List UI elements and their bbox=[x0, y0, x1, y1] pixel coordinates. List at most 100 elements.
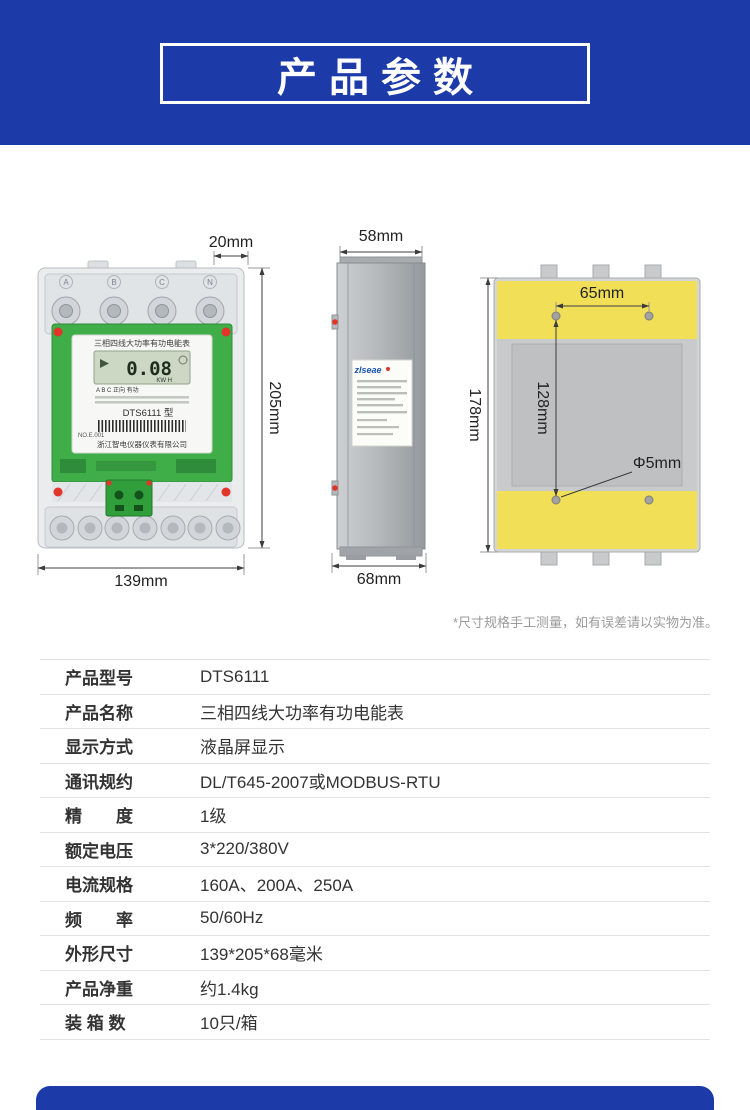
serial-number: NO.E.001 bbox=[78, 433, 105, 439]
footer-band bbox=[36, 1086, 714, 1110]
screw-icon bbox=[53, 487, 63, 497]
side-label: zlseae bbox=[351, 359, 413, 447]
front-dim-right: 205mm bbox=[248, 267, 283, 549]
mount-hole bbox=[644, 495, 654, 505]
svg-text:B: B bbox=[111, 278, 116, 287]
side-bottom-dim-label: 68mm bbox=[357, 571, 401, 588]
measurement-note: *尺寸规格手工测量，如有误差请以实物为准。 bbox=[452, 615, 718, 630]
faceplate-title: 三相四线大功率有功电能表 bbox=[94, 338, 190, 348]
arrow-icon bbox=[100, 359, 109, 368]
back-height-label: 178mm bbox=[466, 388, 483, 441]
lcd-tariff-icon bbox=[178, 355, 188, 365]
spec-value: 三相四线大功率有功电能表 bbox=[200, 703, 404, 723]
back-dim-hole-width: 65mm bbox=[555, 285, 650, 312]
side-dim-bottom: 68mm bbox=[331, 553, 427, 588]
back-plate-bottom bbox=[497, 491, 697, 549]
spec-label: 电流规格 bbox=[65, 876, 133, 896]
spec-value: 139*205*68毫米 bbox=[200, 945, 323, 965]
spec-row: 显示方式 液晶屏显示 bbox=[40, 729, 710, 764]
spec-row: 精 度 1级 bbox=[40, 798, 710, 833]
screw-icon bbox=[53, 327, 63, 337]
side-dim-top: 58mm bbox=[339, 228, 423, 260]
spec-label: 频 率 bbox=[65, 910, 133, 930]
fine-print-line bbox=[95, 396, 189, 399]
spec-row: 频 率 50/60Hz bbox=[40, 902, 710, 936]
spec-table: 产品型号 DTS6111 产品名称 三相四线大功率有功电能表 显示方式 液晶屏显… bbox=[40, 659, 710, 1040]
pcb-components bbox=[60, 459, 216, 473]
lcd-unit: KW H bbox=[156, 378, 172, 384]
back-dim-hole-height: 128mm bbox=[534, 319, 559, 497]
spec-row: 通讯规约 DL/T645-2007或MODBUS-RTU bbox=[40, 764, 710, 798]
mount-hole bbox=[551, 311, 561, 321]
spec-label: 额定电压 bbox=[65, 841, 133, 861]
spec-value: DTS6111 bbox=[200, 666, 270, 686]
corner-screws bbox=[53, 327, 231, 497]
hatch-lines bbox=[57, 483, 219, 502]
screw-icon bbox=[221, 327, 231, 337]
spec-label: 外形尺寸 bbox=[65, 945, 133, 965]
back-mid-panel bbox=[511, 343, 683, 487]
svg-text:A: A bbox=[63, 278, 69, 287]
fine-print-line bbox=[95, 401, 189, 404]
spec-label: 产品名称 bbox=[65, 703, 133, 723]
front-height-dim-label: 205mm bbox=[266, 381, 283, 434]
spec-label: 精 度 bbox=[65, 807, 133, 827]
spec-value: 1级 bbox=[200, 807, 227, 827]
page-title: 产品参数 bbox=[277, 55, 485, 100]
front-view: A B C N 三相四线大功率有功电能表 0.08 KW bbox=[37, 260, 245, 549]
spec-label: 产品型号 bbox=[65, 669, 133, 689]
spec-label: 装 箱 数 bbox=[65, 1014, 126, 1034]
screw-icon bbox=[332, 319, 338, 325]
back-view bbox=[493, 264, 701, 566]
brand-logo: zlseae bbox=[353, 365, 381, 375]
spec-value: 约1.4kg bbox=[200, 979, 259, 999]
lcd-value: 0.08 bbox=[126, 358, 172, 380]
side-top-dim-label: 58mm bbox=[359, 228, 403, 245]
spec-value: 10只/箱 bbox=[200, 1014, 258, 1034]
svg-text:N: N bbox=[207, 278, 213, 287]
logo-dot-icon bbox=[386, 367, 390, 371]
lcd-display bbox=[93, 350, 191, 385]
model-label: DTS6111 型 bbox=[123, 408, 174, 419]
spec-row: 额定电压 3*220/380V bbox=[40, 833, 710, 867]
spec-value: 液晶屏显示 bbox=[200, 738, 285, 758]
front-top-terminals bbox=[51, 296, 225, 326]
svg-text:C: C bbox=[159, 278, 165, 287]
title-box: 产品参数 bbox=[160, 43, 590, 104]
front-dim-top: 20mm bbox=[209, 234, 253, 265]
spec-row: 外形尺寸 139*205*68毫米 bbox=[40, 936, 710, 971]
mount-tab bbox=[644, 264, 662, 280]
spec-value: 3*220/380V bbox=[200, 839, 289, 859]
back-hole-width-label: 65mm bbox=[580, 285, 624, 302]
header-band: 产品参数 bbox=[0, 0, 750, 145]
front-width-dim-label: 139mm bbox=[114, 573, 167, 590]
screw-icon bbox=[106, 480, 112, 486]
mount-hole bbox=[551, 495, 561, 505]
mount-tab bbox=[592, 264, 610, 280]
spec-value: 50/60Hz bbox=[200, 908, 264, 928]
front-dim-bottom: 139mm bbox=[37, 554, 245, 590]
spec-row: 产品净重 约1.4kg bbox=[40, 971, 710, 1005]
spec-label: 显示方式 bbox=[65, 738, 133, 758]
spec-row: 产品型号 DTS6111 bbox=[40, 660, 710, 695]
screw-icon bbox=[221, 487, 231, 497]
front-top-dim-label: 20mm bbox=[209, 234, 253, 251]
spec-row: 产品名称 三相四线大功率有功电能表 bbox=[40, 695, 710, 729]
spec-label: 通讯规约 bbox=[65, 772, 133, 792]
spec-row: 装 箱 数 10只/箱 bbox=[40, 1005, 710, 1040]
back-dim-hole-dia: Φ5mm bbox=[560, 455, 681, 498]
screw-icon bbox=[146, 480, 152, 486]
mount-tab bbox=[540, 264, 558, 280]
spec-value: DL/T645-2007或MODBUS-RTU bbox=[200, 772, 441, 792]
mount-hole bbox=[644, 311, 654, 321]
barcode bbox=[98, 420, 186, 432]
mount-tab bbox=[540, 550, 558, 566]
bottom-terminals bbox=[49, 515, 241, 541]
dimension-diagram: A B C N 三相四线大功率有功电能表 0.08 KW bbox=[37, 228, 701, 590]
spec-label: 产品净重 bbox=[65, 979, 133, 999]
hole-diameter-label: Φ5mm bbox=[633, 455, 681, 472]
side-view: zlseae bbox=[331, 256, 426, 560]
back-dim-height: 178mm bbox=[466, 277, 498, 553]
green-terminal-block bbox=[105, 479, 153, 517]
